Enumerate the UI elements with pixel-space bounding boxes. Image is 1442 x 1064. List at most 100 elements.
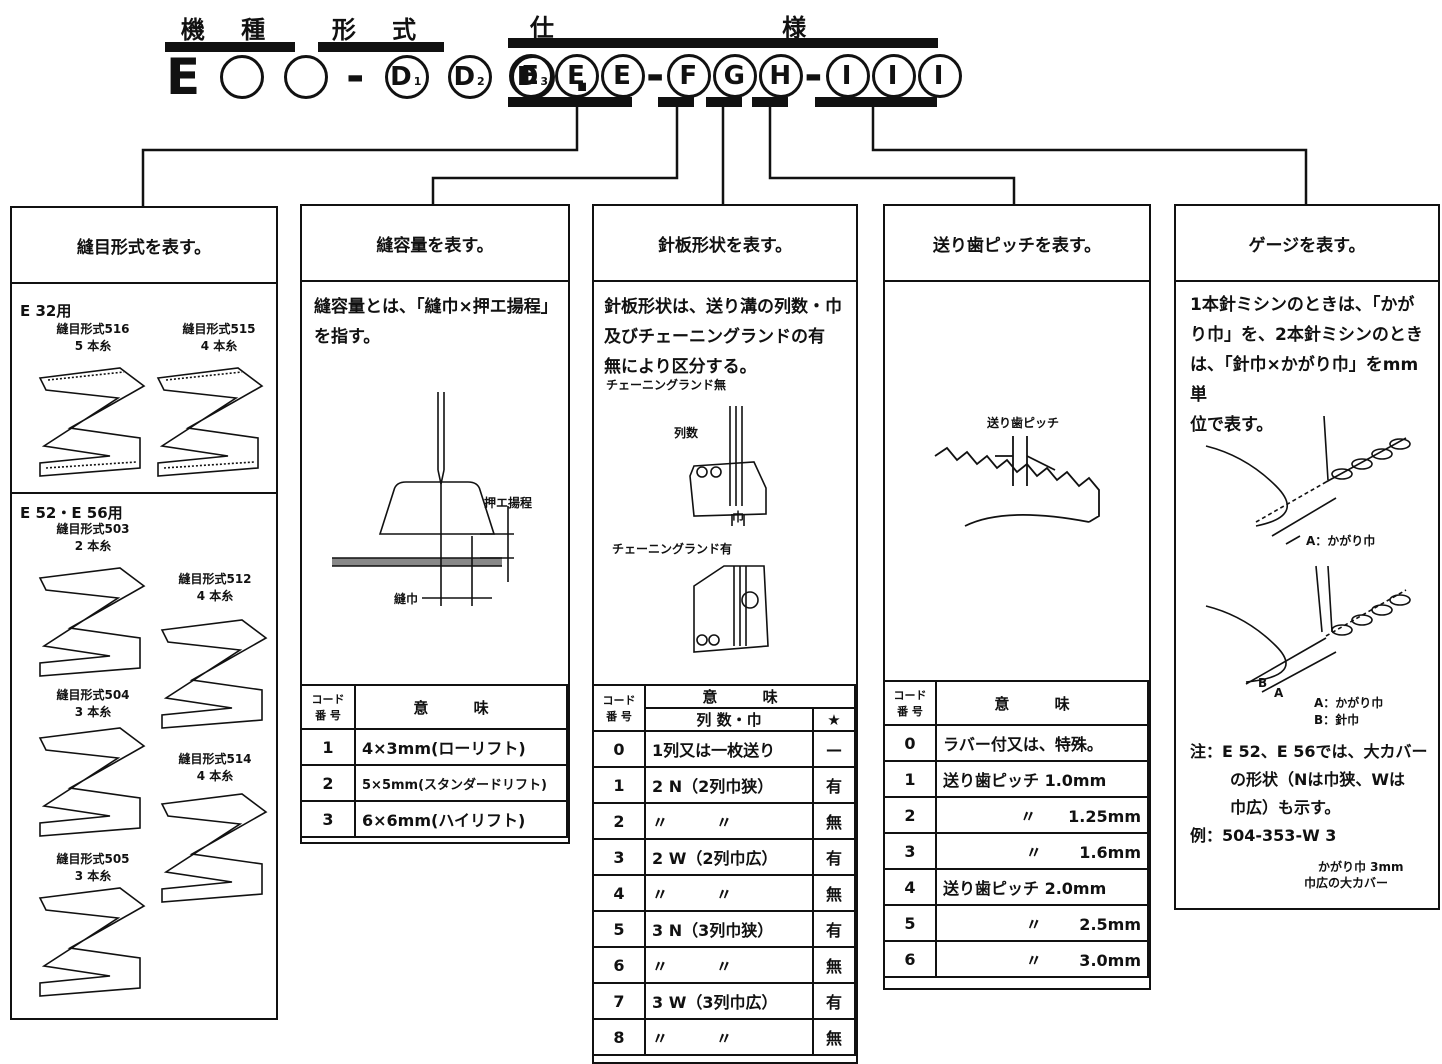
- code-dash-2: -: [646, 50, 667, 101]
- symbol-f: F: [667, 54, 712, 98]
- gauge-note: 注：E 52、E 56では、大カバー の形状（Nは巾狭、Wは 巾広）も示す。 例…: [1190, 742, 1428, 845]
- type-underline: [318, 42, 444, 52]
- gauge-letter-b: B: [1258, 676, 1268, 690]
- f-bar: [658, 97, 694, 107]
- sewing-capacity-desc: 縫容量とは、「縫巾×押エ揚程」 を指す。: [314, 292, 558, 352]
- th-code: コード番 号: [592, 684, 646, 732]
- stitch-type-title: 縫目形式を表す。: [12, 208, 276, 284]
- g-bar: [706, 97, 742, 107]
- spec-label: 仕 様: [529, 14, 917, 42]
- symbol-d1: D1: [384, 55, 429, 99]
- th-meaning: 意 味: [644, 684, 856, 709]
- blank-circle-2: ○: [283, 55, 328, 99]
- pitch-label: 送り歯ピッチ: [987, 416, 1060, 430]
- table-row: 4〃 〃無: [592, 874, 856, 912]
- symbol-i2: I: [871, 54, 916, 98]
- th-code: コード番 号: [883, 680, 937, 726]
- gauge-panel: ゲージを表す。 1本針ミシンのときは、「かが り巾」を、2本針ミシンのとき は、…: [1174, 204, 1440, 910]
- th-rows-width: 列 数・巾: [644, 707, 814, 732]
- symbol-h: H: [759, 54, 804, 98]
- example-label-2: 巾広の大カバー: [1304, 876, 1389, 890]
- feed-pitch-title: 送り歯ピッチを表す。: [885, 206, 1149, 282]
- th-code: コード番 号: [300, 684, 356, 730]
- gauge-title: ゲージを表す。: [1176, 206, 1438, 282]
- type-label: 形 式: [331, 16, 431, 44]
- stitch-sketches: [38, 367, 268, 997]
- symbol-e2: E: [555, 54, 599, 98]
- width-label: 縫巾: [394, 592, 419, 606]
- group2-title: E 52・E 56用: [20, 504, 123, 522]
- rows-label: 列数: [674, 426, 699, 440]
- gauge-label-a1: A：かがり巾: [1306, 534, 1376, 548]
- plate-width-label: 巾: [732, 510, 745, 524]
- i-group-bar: [815, 97, 937, 107]
- gauge-desc: 1本針ミシンのときは、「かが り巾」を、2本針ミシンのとき は、「針巾×かがり巾…: [1190, 295, 1423, 435]
- sewing-capacity-title: 縫容量を表す。: [302, 206, 568, 282]
- sewing-capacity-panel: 縫容量を表す。 縫容量とは、「縫巾×押エ揚程」 を指す。 押エ揚程 縫巾 コード…: [300, 204, 570, 844]
- code-dash-3: -: [804, 50, 825, 101]
- with-gland-label: チェーニングランド有: [612, 542, 733, 556]
- symbol-i1: I: [825, 54, 870, 98]
- symbol-i3: I: [917, 54, 962, 98]
- th-meaning: 意 味: [354, 684, 568, 730]
- model-label: 機 種: [180, 16, 280, 44]
- table-row: 5〃 2.5mm: [883, 904, 1149, 942]
- presser-foot-illustration: [332, 392, 514, 606]
- gauge-illustration: [1205, 416, 1411, 693]
- no-gland-label: チェーニングランド無: [606, 378, 727, 392]
- e-group-bar: [508, 97, 632, 107]
- spec-underline: [508, 38, 938, 48]
- feed-dog-illustration: [934, 436, 1100, 527]
- table-row: 3〃 1.6mm: [883, 832, 1149, 870]
- table-row: 2〃 〃無: [592, 802, 856, 840]
- table-row: 8〃 〃無: [592, 1018, 856, 1056]
- table-row: 2〃 1.25mm: [883, 796, 1149, 834]
- group-divider: [12, 492, 276, 494]
- model-underline: [165, 42, 295, 52]
- symbol-e1: E: [509, 54, 553, 98]
- needle-plate-desc: 針板形状は、送り溝の列数・巾 及びチェーニングランドの有 無により区分する。: [604, 297, 842, 377]
- needle-plate-title: 針板形状を表す。: [594, 206, 856, 282]
- symbol-e3: E: [601, 54, 645, 98]
- symbol-d2: D2: [448, 55, 493, 99]
- desc-line-2: を指す。: [314, 327, 381, 347]
- needle-plate-panel: 針板形状を表す。 針板形状は、送り溝の列数・巾 及びチェーニングランドの有 無に…: [592, 204, 858, 1064]
- table-row: 6〃 〃無: [592, 946, 856, 984]
- h-bar: [752, 97, 788, 107]
- group1-title: E 32用: [20, 302, 72, 320]
- example-label-1: かがり巾 3mm: [1318, 860, 1404, 874]
- desc-line-1: 縫容量とは、「縫巾×押エ揚程」: [314, 297, 558, 317]
- th-star: ★: [812, 707, 856, 732]
- code-dash-1: -: [346, 51, 367, 102]
- gauge-letter-a: A: [1274, 686, 1284, 700]
- table-row: 6〃 3.0mm: [883, 940, 1149, 978]
- blank-circle-1: ○: [220, 55, 265, 99]
- code-prefix: E: [166, 48, 203, 106]
- connector-lines: [141, 107, 1308, 207]
- symbol-g: G: [713, 54, 758, 98]
